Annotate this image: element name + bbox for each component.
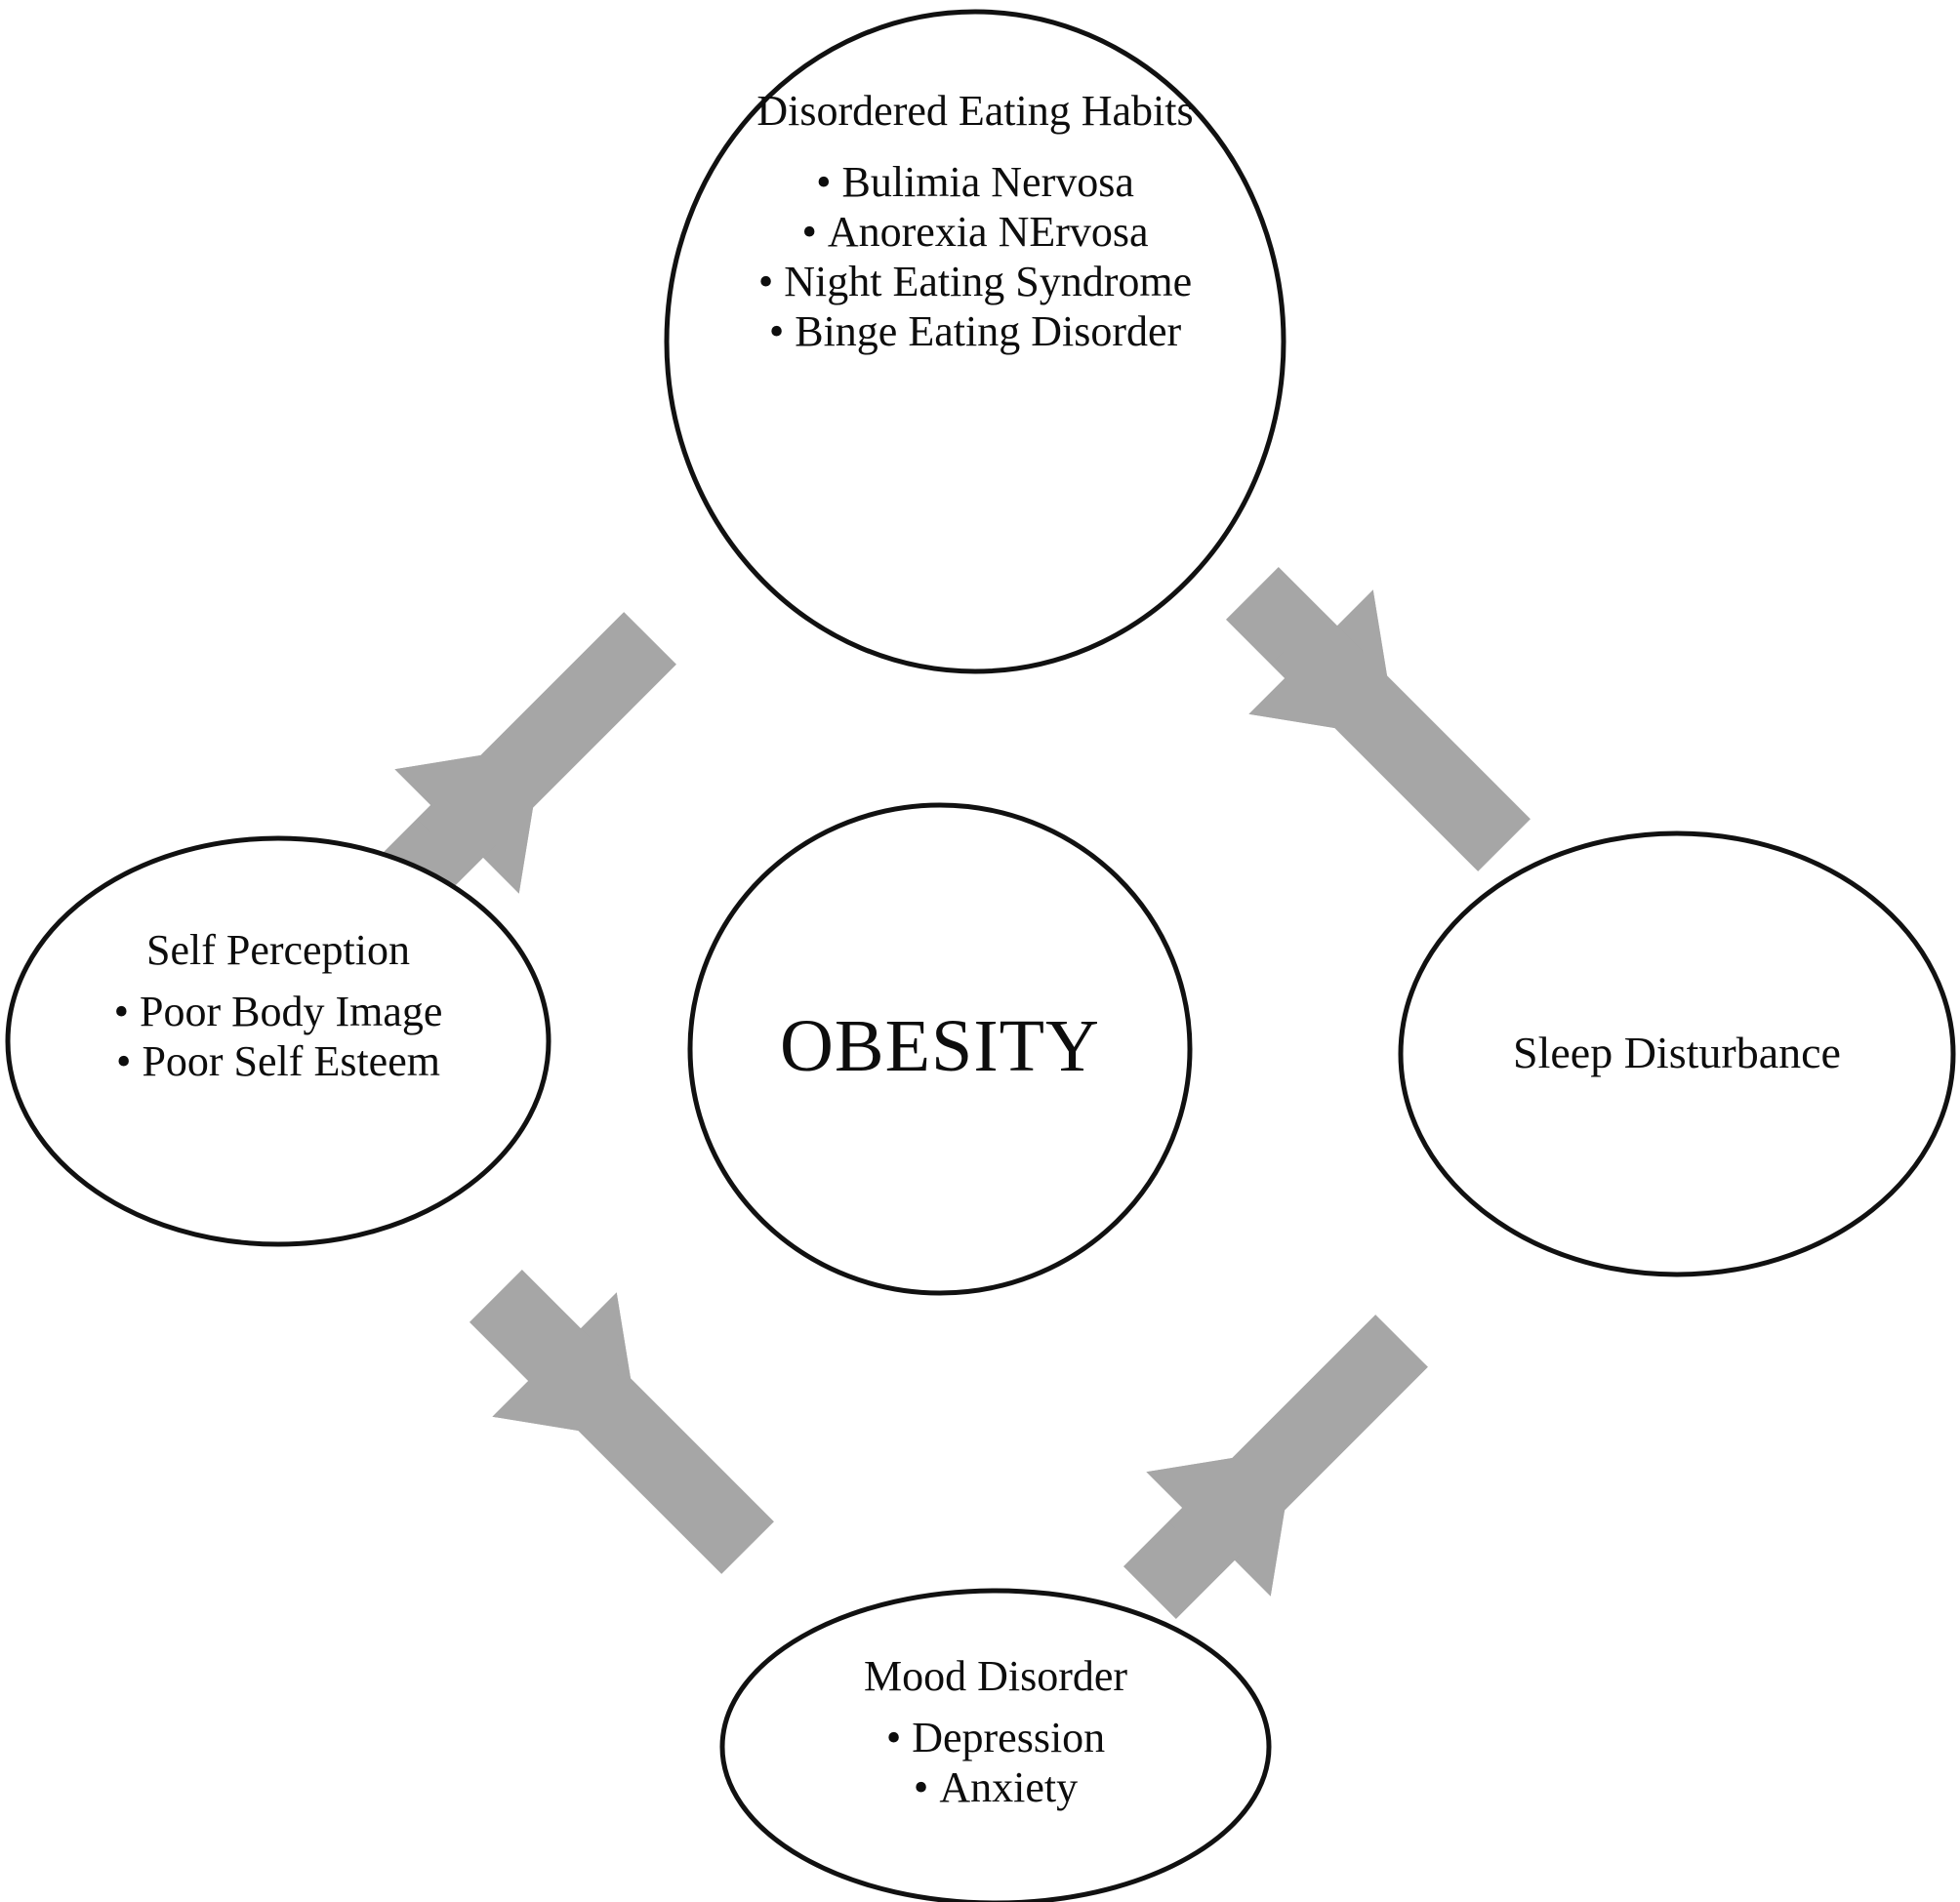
node-shape-mood-disorder[interactable] xyxy=(719,1588,1272,1902)
connector-bottom-left-arrow xyxy=(470,1270,774,1574)
node-shape-self-perception[interactable] xyxy=(5,835,551,1247)
node-shape-sleep-disturbance[interactable] xyxy=(1398,830,1956,1277)
node-shape-disordered-eating-habits[interactable] xyxy=(664,9,1286,674)
node-shape-obesity[interactable] xyxy=(687,802,1193,1296)
connector-top-right-arrow xyxy=(1226,567,1531,871)
connector-bottom-right-arrow xyxy=(1123,1315,1428,1619)
